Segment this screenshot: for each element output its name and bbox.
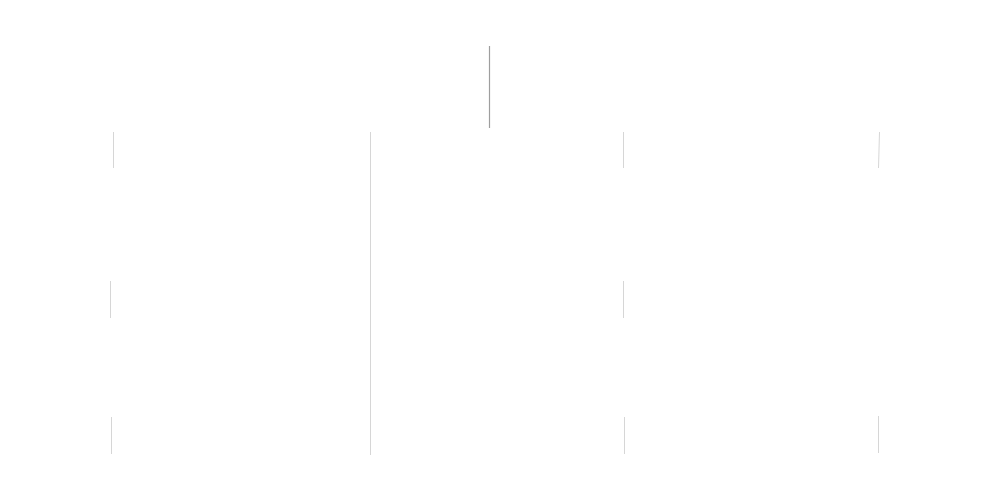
- branch-4-top-stub: [878, 131, 880, 169]
- connector-lines: [110, 46, 880, 455]
